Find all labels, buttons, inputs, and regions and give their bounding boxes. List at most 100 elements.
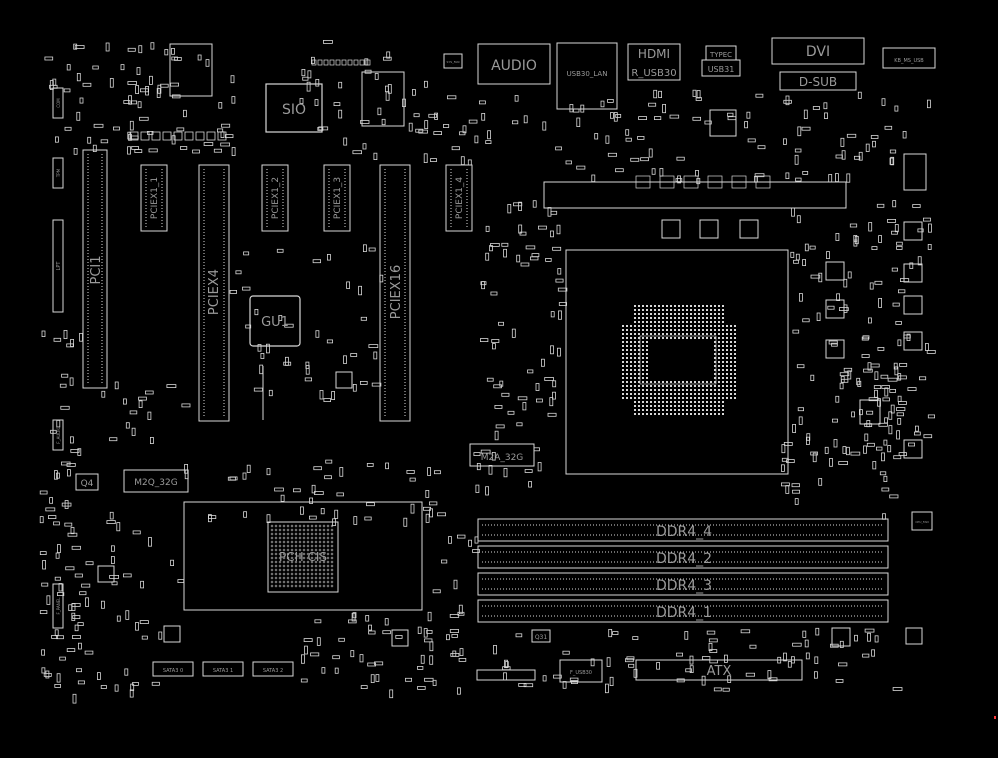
right-inductor-3 [903, 295, 923, 315]
sio-chip[interactable] [265, 83, 323, 133]
kb-ms-usb-label: KB_MS_USB [894, 58, 924, 64]
ddr4-3-slot[interactable] [477, 572, 889, 596]
memory-slot-pins [482, 524, 884, 617]
q4-component[interactable] [75, 473, 99, 491]
hdmi-connector[interactable] [627, 43, 681, 81]
ddr4-2-slot[interactable] [477, 545, 889, 569]
pciex16-label: PCIEX16 [389, 265, 404, 319]
f-panel-header[interactable] [52, 583, 64, 629]
q31-label: Q31 [535, 634, 548, 641]
pch-chip[interactable] [267, 521, 339, 593]
pciex1-1-label: PCIEX1_1 [150, 177, 160, 219]
bottom-header[interactable] [476, 669, 536, 681]
cpu-fan-header[interactable] [911, 511, 933, 531]
usb31-label: USB31 [708, 65, 735, 74]
vrm-choke-5 [825, 299, 845, 319]
pch-label: PCH CIS [279, 550, 327, 564]
dvi-connector[interactable] [771, 37, 865, 65]
ddr4-2-label: DDR4_2 [656, 551, 712, 567]
usb30-lan-label: USB30_LAN [567, 70, 608, 78]
cpu-fan-label: CPU_FAN [915, 520, 928, 524]
typec-label: TYPEC [709, 51, 732, 59]
pciex4-slot[interactable] [198, 164, 230, 422]
m2q-label: M2Q_32G [134, 478, 178, 488]
tpm-header[interactable] [52, 157, 64, 189]
small-components [39, 40, 936, 704]
vrm-choke-2 [699, 219, 719, 239]
q31-component[interactable] [531, 629, 551, 643]
ddr4-4-slot[interactable] [477, 518, 889, 542]
vrm-choke-3 [739, 219, 759, 239]
pciex1-1-slot[interactable] [140, 164, 168, 232]
pci1-slot[interactable] [82, 149, 108, 389]
sys-fan-header[interactable] [443, 53, 463, 69]
m2a-slot[interactable] [469, 443, 535, 467]
pch-ball-array [270, 524, 334, 588]
audio-connector[interactable] [477, 43, 551, 85]
usb30-lan-connector[interactable] [556, 42, 618, 110]
pciex1-2-label: PCIEX1_2 [271, 177, 281, 219]
cpu-socket-frame[interactable] [565, 249, 789, 475]
f-audio-label: F_AUDIO [56, 426, 61, 443]
bottom-chip-4 [831, 627, 851, 647]
ddr4-1-slot[interactable] [477, 599, 889, 623]
vrm-choke-6 [825, 339, 845, 359]
atx-connector[interactable] [635, 659, 803, 681]
gu1-chip[interactable] [249, 295, 301, 347]
gu1-label: GU1 [261, 315, 289, 330]
bottom-chip-1 [97, 565, 115, 583]
pciex16-slot[interactable] [379, 164, 411, 422]
lpt-label: LPT [56, 261, 62, 271]
vrm-choke-4 [825, 261, 845, 281]
sys-fan-label: SYS_FAN [447, 60, 460, 64]
pch-frame [183, 501, 423, 611]
sata3-2-connector[interactable] [252, 661, 294, 677]
f-usb30-label: F_USB30 [570, 670, 592, 676]
sata3-2-label: SATA3 2 [263, 668, 283, 674]
ddr4-3-label: DDR4_3 [656, 578, 712, 594]
sio-label: SIO [282, 102, 306, 118]
hdmi-label: HDMI [638, 47, 670, 61]
dsub-label: D-SUB [799, 75, 837, 89]
usb31-connector[interactable] [701, 59, 741, 77]
f-panel-label: F_PANEL [56, 597, 61, 615]
cpu-vrm-bar [543, 181, 847, 209]
pciex4-label: PCIEX4 [207, 269, 222, 315]
sata3-1-label: SATA3 1 [213, 668, 233, 674]
memory-slots [477, 518, 889, 623]
vrm-controller-chip [859, 399, 881, 425]
com-header[interactable] [52, 87, 64, 119]
right-header[interactable] [903, 153, 927, 191]
bios-chip[interactable] [169, 43, 213, 97]
usb-hub-chip [709, 109, 737, 137]
cpu-socket-pin-array [622, 305, 736, 415]
pciex1-3-label: PCIEX1_3 [333, 177, 343, 219]
right-inductor-1 [903, 221, 923, 241]
r-usb30-label: R_USB30 [631, 68, 676, 79]
m2a-label: M2A_32G [481, 453, 524, 463]
kb-ms-usb-connector[interactable] [882, 47, 936, 69]
pciex1-2-slot[interactable] [261, 164, 289, 232]
bottom-chip-2 [163, 625, 181, 643]
tpm-label: TPM [56, 168, 61, 178]
right-inductor-2 [903, 263, 923, 283]
q4-label: Q4 [81, 479, 94, 489]
f-usb30-connector[interactable] [559, 659, 603, 683]
lan-chip[interactable] [361, 71, 405, 127]
bottom-chip-3 [391, 629, 409, 647]
f-audio-header[interactable] [52, 419, 64, 451]
lpt-header[interactable] [52, 219, 64, 313]
sata3-1-connector[interactable] [202, 661, 244, 677]
sata3-0-connector[interactable] [152, 661, 194, 677]
atx-label: ATX [707, 664, 732, 679]
com-label: COM [56, 98, 61, 108]
pciex1-3-slot[interactable] [323, 164, 351, 232]
pci1-label: PCI1 [89, 255, 104, 284]
audio-label: AUDIO [491, 58, 537, 74]
pciex1-4-slot[interactable] [445, 164, 473, 232]
m2q-slot[interactable] [123, 469, 189, 493]
ddr4-4-label: DDR4_4 [656, 524, 712, 540]
dsub-connector[interactable] [779, 71, 857, 91]
right-inductor-6 [905, 627, 923, 645]
